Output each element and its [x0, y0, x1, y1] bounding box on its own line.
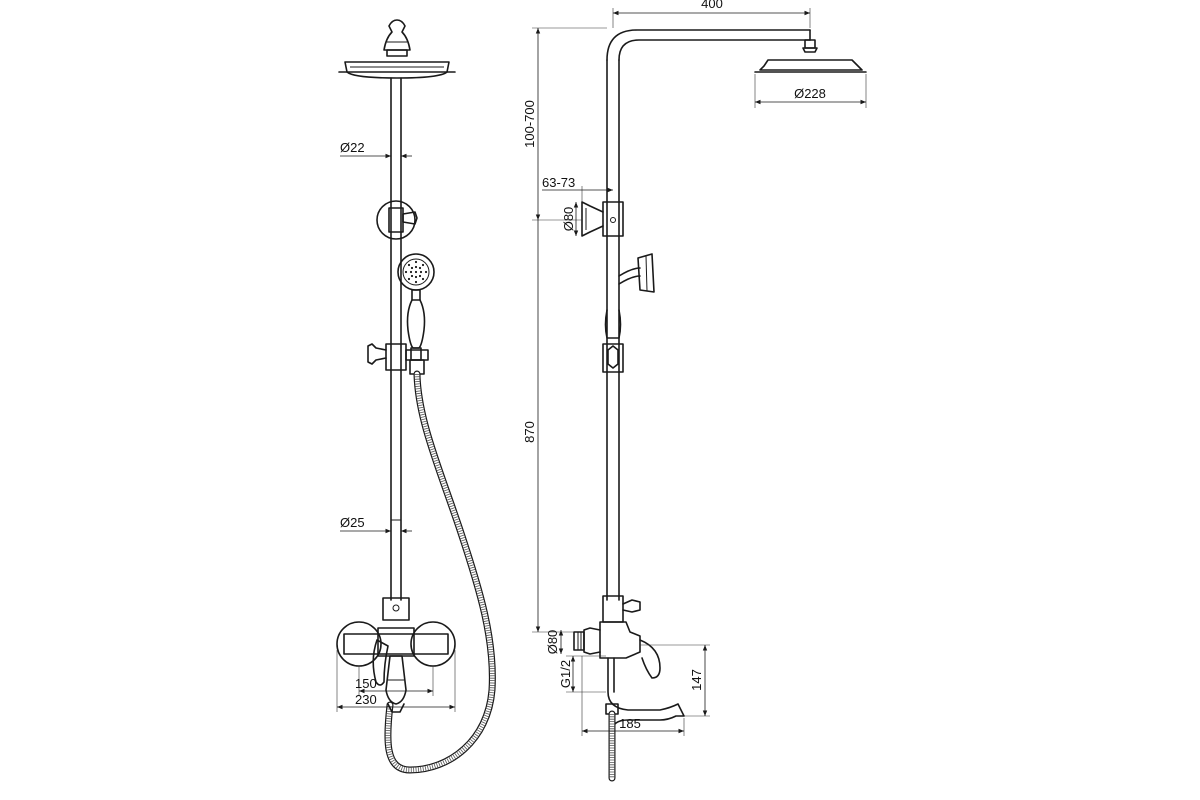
front-view: Ø22 Ø25 150 230 — [336, 19, 496, 774]
front-column — [390, 77, 402, 601]
dim-pipe-diameter: Ø25 — [340, 515, 412, 534]
dim-centers-max: 230 — [336, 650, 456, 712]
label-centers-max: 230 — [355, 692, 377, 707]
front-wall-bracket — [376, 200, 418, 240]
label-column-height: 870 — [522, 421, 537, 443]
label-head-diameter: Ø228 — [794, 86, 826, 101]
dim-thread: G1/2 — [558, 655, 606, 693]
dim-bracket-diameter: Ø80 — [561, 202, 579, 236]
side-view: 400 Ø228 100-700 870 63-73 — [522, 0, 867, 782]
label-thread: G1/2 — [558, 660, 573, 688]
side-column — [606, 29, 811, 601]
side-slide-holder — [602, 343, 624, 373]
label-pipe-diameter: Ø25 — [340, 515, 365, 530]
shower-hose — [384, 370, 496, 774]
side-mixer — [573, 595, 685, 733]
label-rod-diameter: Ø22 — [340, 140, 365, 155]
dim-head-diameter: Ø228 — [754, 74, 867, 108]
side-shower-head — [754, 39, 867, 73]
dim-spout-height: 147 — [640, 644, 710, 717]
label-arm-length: 400 — [701, 0, 723, 11]
label-spout-reach: 185 — [619, 716, 641, 731]
dim-centers-min: 150 — [355, 666, 434, 696]
side-wall-bracket — [581, 201, 624, 237]
label-spout-height: 147 — [689, 669, 704, 691]
dim-height: 100-700 870 — [522, 27, 607, 633]
side-hand-shower — [604, 253, 655, 339]
spray-nozzles — [404, 260, 428, 284]
dim-rod-diameter: Ø22 — [340, 140, 412, 159]
label-centers-min: 150 — [355, 676, 377, 691]
front-shower-head — [338, 19, 456, 79]
hand-shower — [397, 253, 435, 361]
dim-mixer-diameter: Ø80 — [545, 630, 564, 655]
dim-arm-length: 400 — [612, 0, 811, 28]
label-wall-offset: 63-73 — [542, 175, 575, 190]
front-diverter — [382, 597, 410, 621]
dim-wall-offset: 63-73 — [542, 175, 613, 202]
label-height-range: 100-700 — [522, 100, 537, 148]
label-bracket-diameter: Ø80 — [561, 207, 576, 232]
label-mixer-diameter: Ø80 — [545, 630, 560, 655]
dim-spout-reach: 185 — [581, 656, 685, 736]
